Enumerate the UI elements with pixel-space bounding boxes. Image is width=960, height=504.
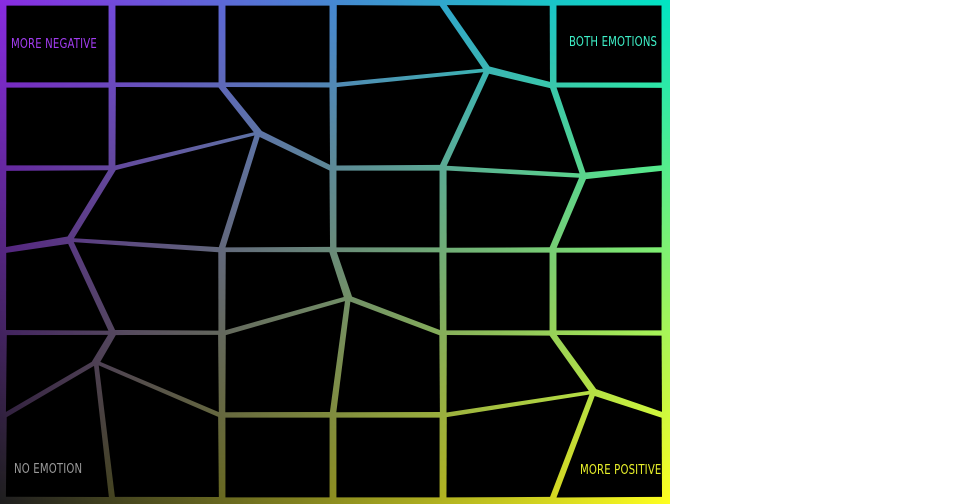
grid-cell [336,417,440,498]
grid-cell [115,86,254,166]
grid-cell [446,252,550,331]
grid-cell [225,136,331,248]
grid-cell [225,301,345,413]
grid-cell [115,5,219,83]
grid-cell [556,5,662,83]
label-more-positive: MORE POSITIVE [580,463,662,478]
label-no-emotion: NO EMOTION [14,462,83,477]
grid-cell [556,252,662,331]
grid-cell [446,73,580,174]
grid-cell [336,252,440,330]
grid-cell [446,5,550,82]
grid-cell [73,135,255,248]
label-both-emotions: BOTH EMOTIONS [569,35,658,50]
grid-cell [336,72,484,166]
emotion-grid-diagram: MORE NEGATIVE BOTH EMOTIONS NO EMOTION M… [0,0,670,504]
grid-cell [225,417,330,498]
grid-cell [100,334,219,413]
grid-cell [446,394,590,498]
grid-cell [98,365,219,498]
distorted-grid [0,0,670,504]
grid-cell [5,365,109,498]
grid-cell [225,252,344,331]
label-more-negative: MORE NEGATIVE [11,37,97,52]
grid-cell [6,87,109,166]
grid-cell [225,5,330,83]
grid-cell [556,395,663,498]
grid-cell [336,301,440,413]
grid-cell [225,86,331,165]
grid-cell [446,170,580,248]
grid-cell [6,243,109,331]
grid-cell [73,242,219,331]
grid-cell [6,5,109,83]
grid-cell [556,87,662,173]
grid-cell [336,170,440,248]
grid-cell [5,334,109,412]
grid-cell [6,170,109,247]
grid-cell [446,335,589,413]
grid-cell [556,170,662,248]
grid-cell [336,5,483,83]
grid-cell [556,335,662,412]
